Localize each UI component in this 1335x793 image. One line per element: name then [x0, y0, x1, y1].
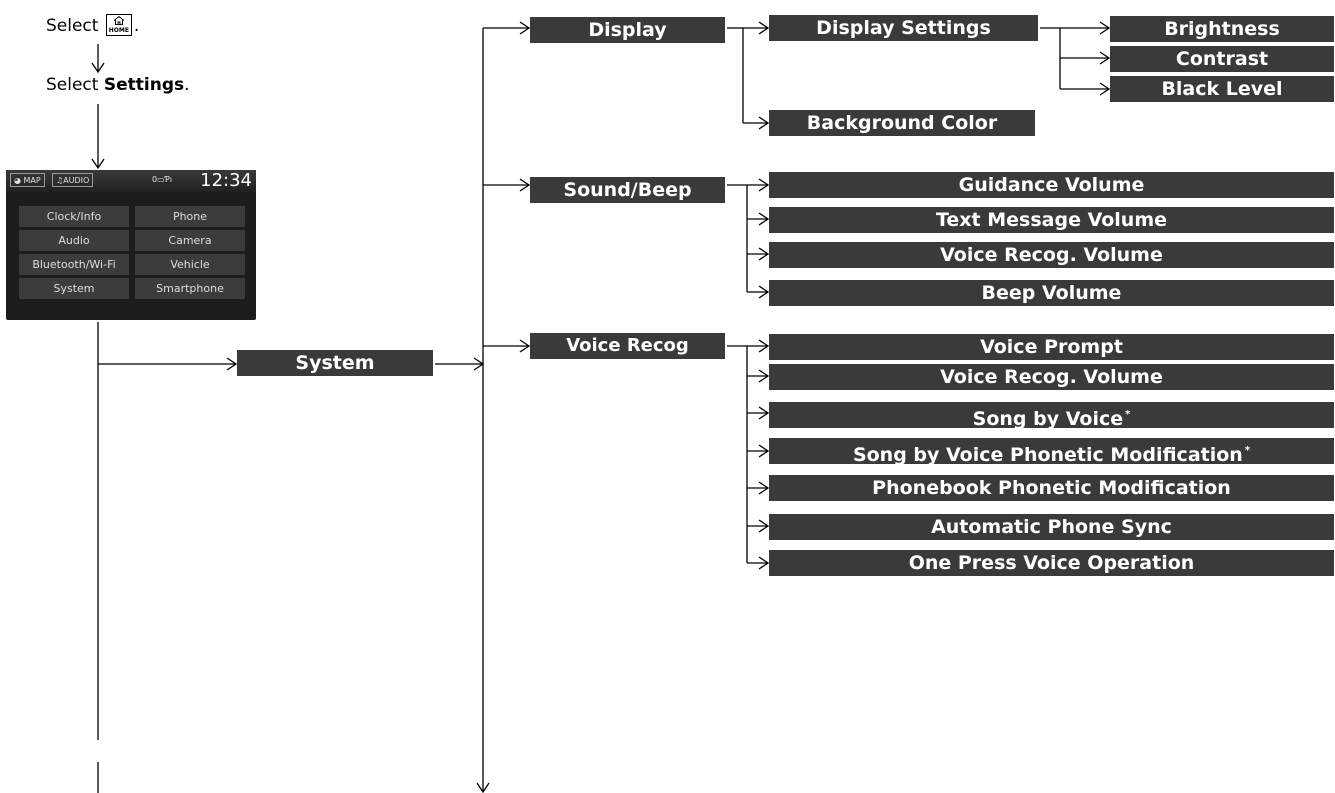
arrowhead — [226, 357, 238, 371]
box-black-level: Black Level — [1110, 76, 1334, 102]
box-song-by-voice-phonetic: Song by Voice Phonetic Modification* — [769, 438, 1334, 466]
arrowhead — [758, 285, 770, 299]
arrowhead — [758, 339, 770, 353]
arrowhead — [758, 212, 770, 226]
song-by-voice-label: Song by Voice — [972, 408, 1124, 430]
arrowhead — [519, 178, 531, 192]
box-guidance-volume: Guidance Volume — [769, 172, 1334, 198]
screen-status-icons: 0▭Ƥı — [152, 175, 173, 184]
step2-prefix: Select — [46, 75, 104, 95]
home-icon: HOME — [105, 14, 132, 36]
arrowhead — [91, 62, 105, 74]
box-contrast: Contrast — [1110, 46, 1334, 72]
arrowhead — [758, 369, 770, 383]
box-display: Display — [530, 17, 725, 43]
home-key-label: HOME — [108, 27, 129, 34]
screen-menu-grid: Clock/Info Phone Audio Camera Bluetooth/… — [19, 206, 245, 299]
screen-btn-vehicle: Vehicle — [135, 254, 245, 275]
box-phonebook-phonetic: Phonebook Phonetic Modification — [769, 475, 1334, 501]
arrowhead — [519, 21, 531, 35]
arrowhead — [758, 481, 770, 495]
arrowhead — [758, 21, 770, 35]
arrowhead — [758, 556, 770, 570]
box-voice-prompt: Voice Prompt — [769, 334, 1334, 360]
step1-suffix: . — [133, 16, 140, 36]
step-select-settings: Select Settings. — [46, 75, 190, 95]
box-voice-recog-volume-1: Voice Recog. Volume — [769, 242, 1334, 268]
box-song-by-voice: Song by Voice* — [769, 402, 1334, 430]
arrowhead — [1099, 21, 1111, 35]
screen-btn-phone: Phone — [135, 206, 245, 227]
step-select-home: Select HOME . — [46, 14, 139, 36]
box-sound-beep: Sound/Beep — [530, 177, 725, 203]
box-display-settings: Display Settings — [769, 15, 1038, 41]
screen-btn-bluetooth-wifi: Bluetooth/Wi-Fi — [19, 254, 129, 275]
box-voice-recog: Voice Recog — [530, 333, 725, 359]
screen-btn-smartphone: Smartphone — [135, 278, 245, 299]
arrowhead — [519, 339, 531, 353]
step1-prefix: Select — [46, 16, 99, 36]
arrowhead — [758, 406, 770, 420]
box-automatic-phone-sync: Automatic Phone Sync — [769, 514, 1334, 540]
screen-map-tag: ◕ MAP — [10, 173, 45, 187]
screen-status-bar: ◕ MAP ♫AUDIO 0▭Ƥı 12:34 — [6, 170, 256, 192]
screen-audio-tag: ♫AUDIO — [52, 173, 94, 187]
box-beep-volume: Beep Volume — [769, 280, 1334, 306]
screen-btn-camera: Camera — [135, 230, 245, 251]
arrowhead — [758, 178, 770, 192]
box-voice-recog-volume-2: Voice Recog. Volume — [769, 364, 1334, 390]
home-screen-image: ◕ MAP ♫AUDIO 0▭Ƥı 12:34 Clock/Info Phone… — [6, 170, 256, 320]
footnote-mark: * — [1125, 409, 1131, 420]
screen-btn-system: System — [19, 278, 129, 299]
screen-btn-clock-info: Clock/Info — [19, 206, 129, 227]
song-by-voice-phonetic-label: Song by Voice Phonetic Modification — [852, 444, 1243, 466]
arrowhead — [1099, 51, 1111, 65]
arrowhead — [1099, 82, 1111, 96]
box-background-color: Background Color — [769, 110, 1035, 136]
arrowhead — [758, 444, 770, 458]
step2-suffix: . — [184, 75, 190, 95]
step2-settings: Settings — [103, 75, 185, 95]
screen-btn-audio: Audio — [19, 230, 129, 251]
arrowhead — [758, 247, 770, 261]
arrowhead — [758, 116, 770, 130]
box-one-press-voice: One Press Voice Operation — [769, 550, 1334, 576]
arrowhead — [91, 158, 105, 170]
box-system: System — [237, 350, 433, 376]
footnote-mark: * — [1244, 445, 1251, 456]
screen-clock: 12:34 — [200, 170, 252, 191]
arrowhead — [476, 782, 490, 793]
box-text-message-volume: Text Message Volume — [769, 207, 1334, 233]
box-brightness: Brightness — [1110, 16, 1334, 42]
arrowhead — [758, 519, 770, 533]
